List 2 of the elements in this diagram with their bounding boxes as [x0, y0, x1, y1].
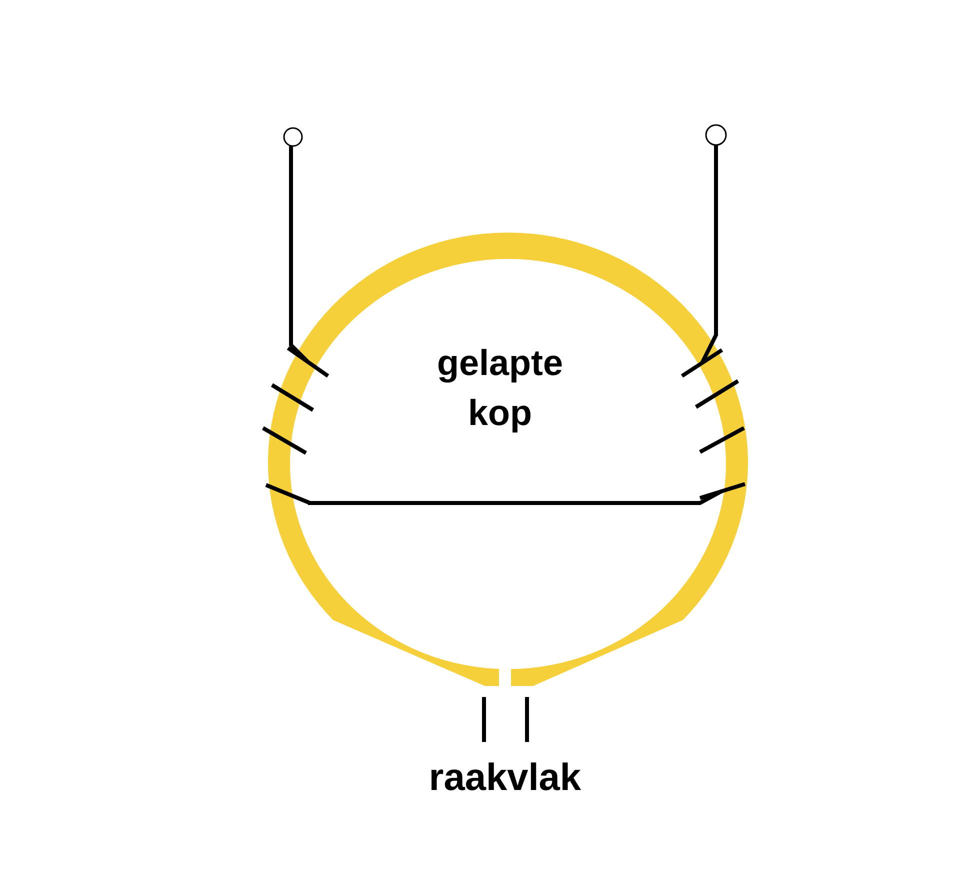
part-label: raakvlak	[428, 756, 582, 801]
part-label: gelapte kop	[436, 341, 564, 436]
